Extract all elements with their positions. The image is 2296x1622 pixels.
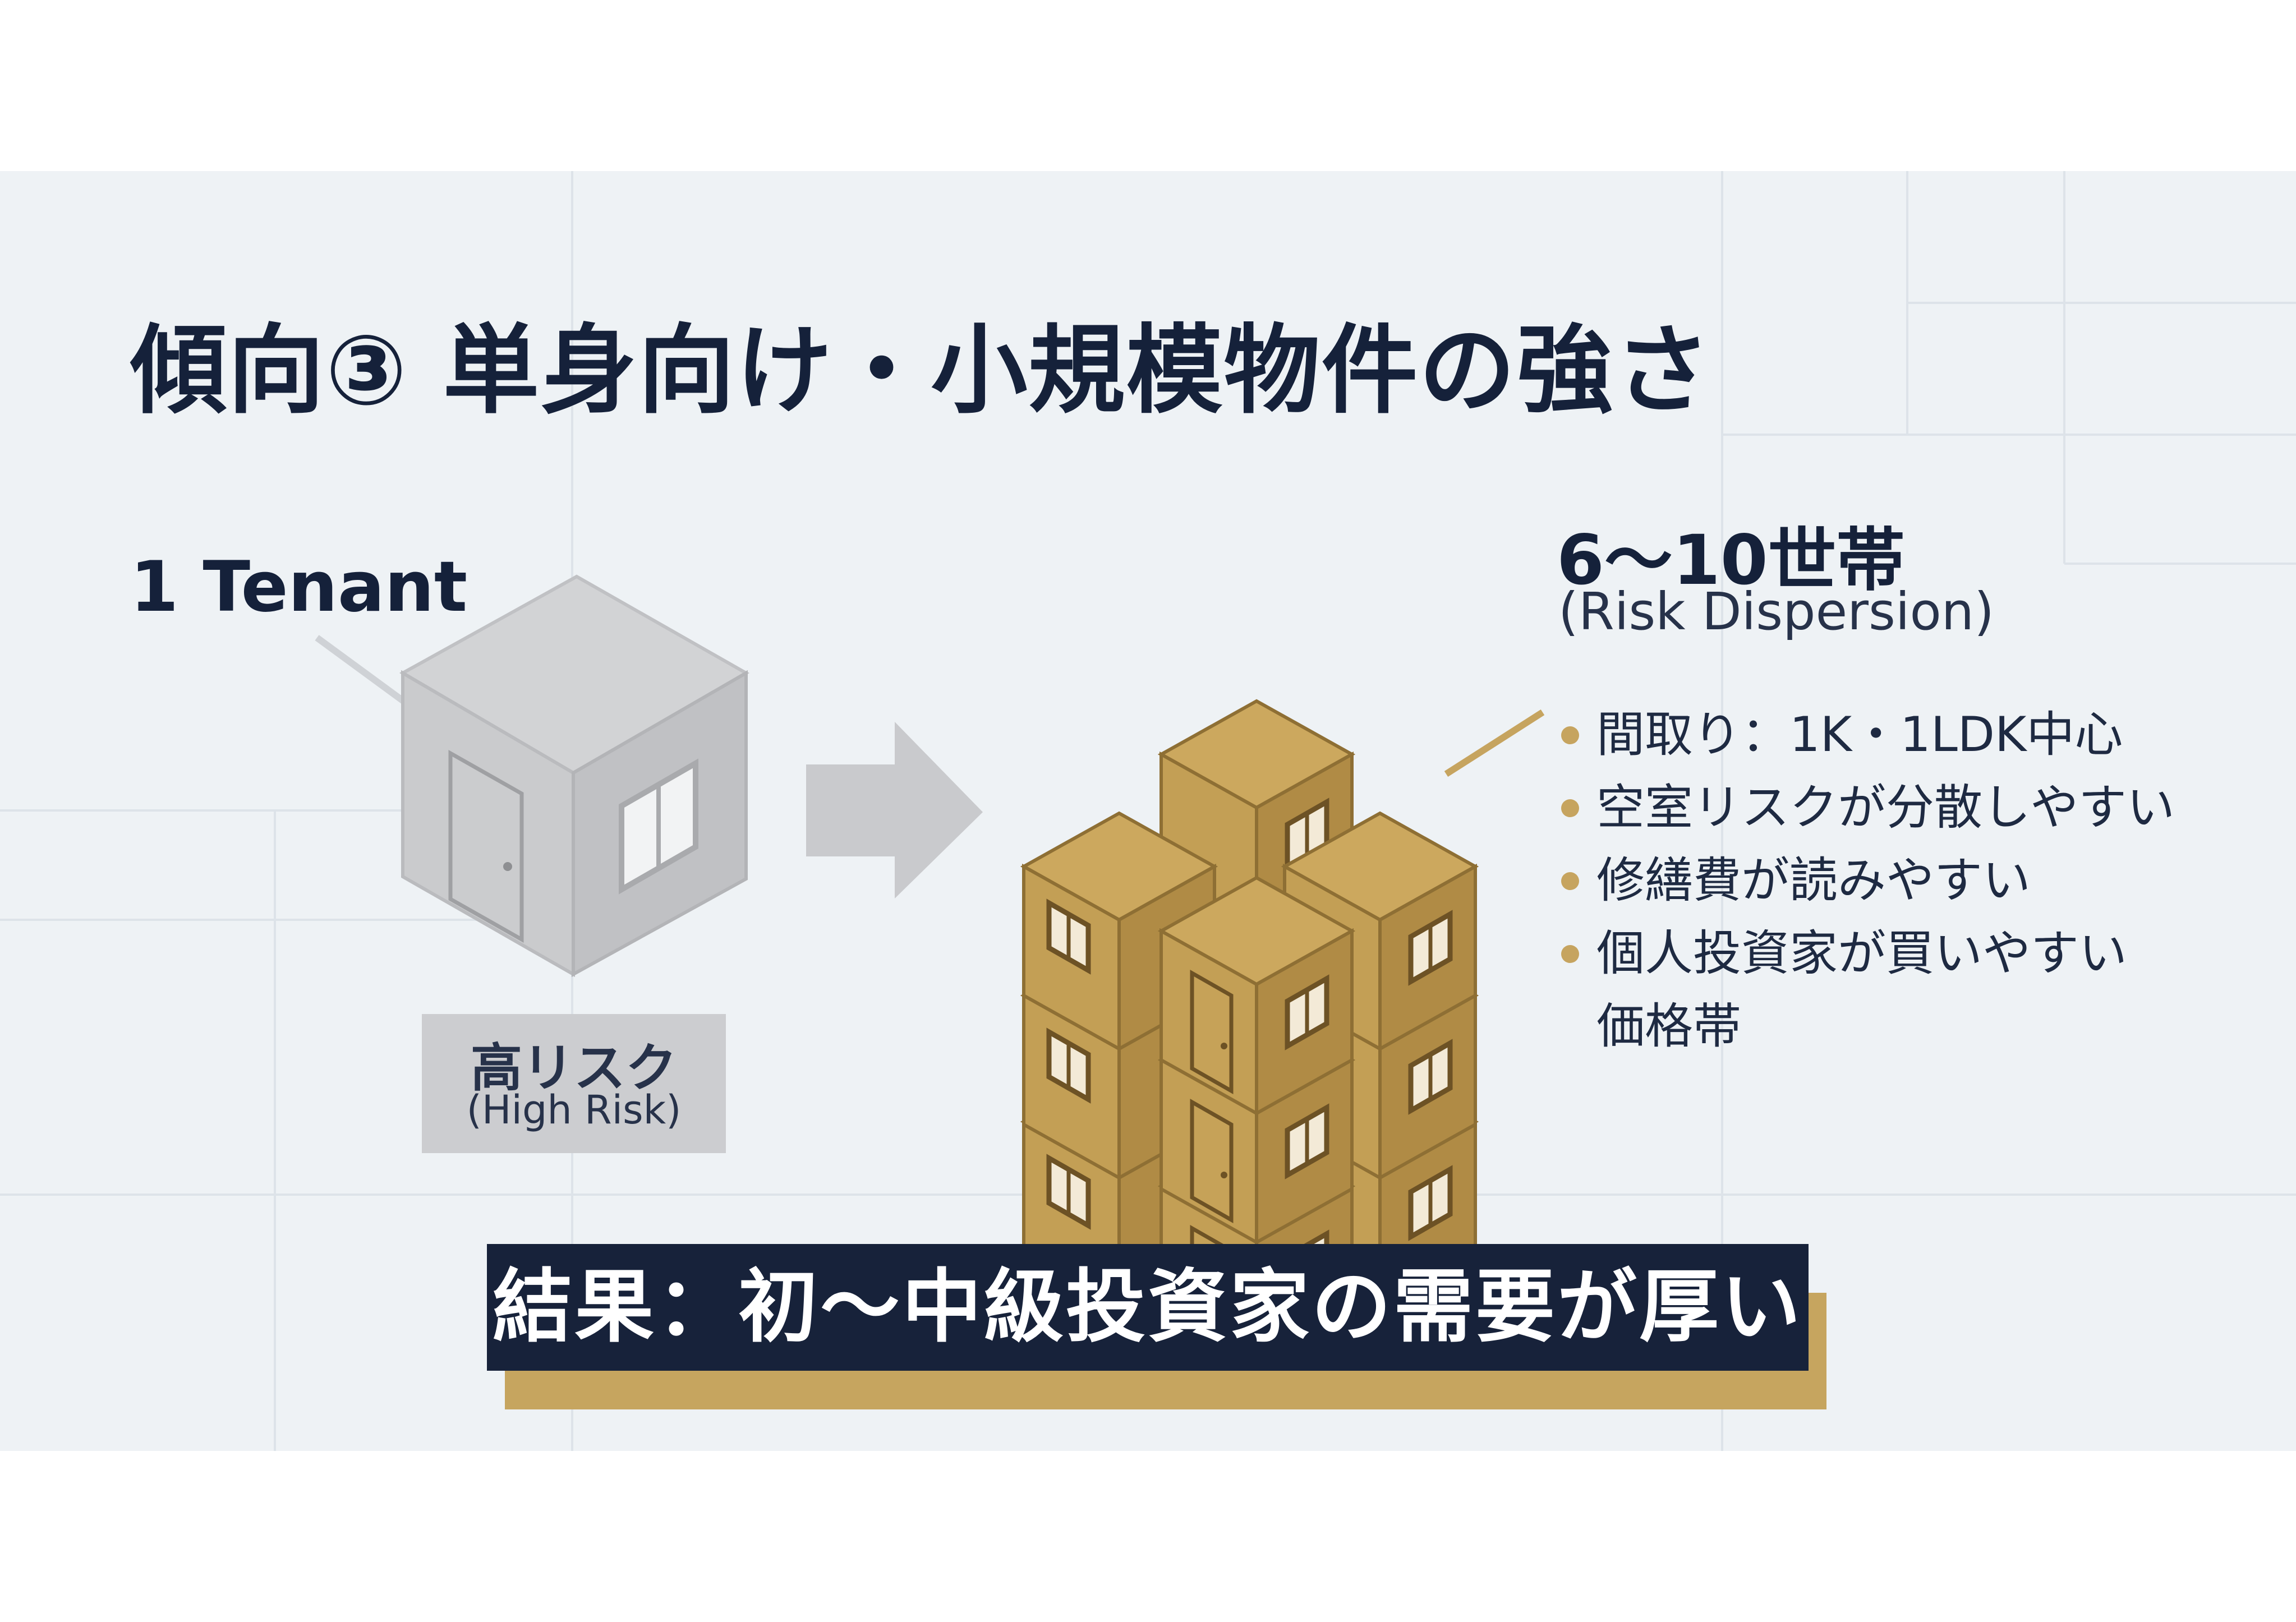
list-item: 空室リスクが分散しやすい <box>1558 771 2175 844</box>
list-item-line: 価格帯 <box>1596 998 1741 1054</box>
tenant-label: 1 Tenant <box>130 547 468 628</box>
feature-list: 間取り：1K・1LDK中心 空室リスクが分散しやすい 修繕費が読みやすい 個人投… <box>1558 698 2175 1063</box>
units-count-label: 6〜10世帯 <box>1557 520 1905 600</box>
high-risk-sublabel: (High Risk) <box>466 1087 682 1133</box>
slide-title: 傾向③ 単身向け・小規模物件の強さ <box>130 314 1712 427</box>
gray-cube-house-icon <box>399 574 750 978</box>
list-item: 個人投資家が買いやすい 価格帯 <box>1558 917 2175 1063</box>
high-risk-box: 高リスク (High Risk) <box>422 1014 726 1153</box>
risk-dispersion-label: (Risk Dispersion) <box>1558 582 1994 642</box>
stacked-gold-cubes-icon <box>0 171 1545 172</box>
result-banner: 結果：初〜中級投資家の需要が厚い <box>487 1244 1809 1371</box>
list-item: 間取り：1K・1LDK中心 <box>1558 698 2175 771</box>
list-item-line: 個人投資家が買いやすい <box>1596 925 2127 982</box>
high-risk-label: 高リスク <box>470 1038 677 1098</box>
right-arrow-icon <box>806 722 983 898</box>
list-item: 修繕費が読みやすい <box>1558 844 2175 917</box>
slide: 傾向③ 単身向け・小規模物件の強さ 1 Tenant <box>0 171 2296 1451</box>
